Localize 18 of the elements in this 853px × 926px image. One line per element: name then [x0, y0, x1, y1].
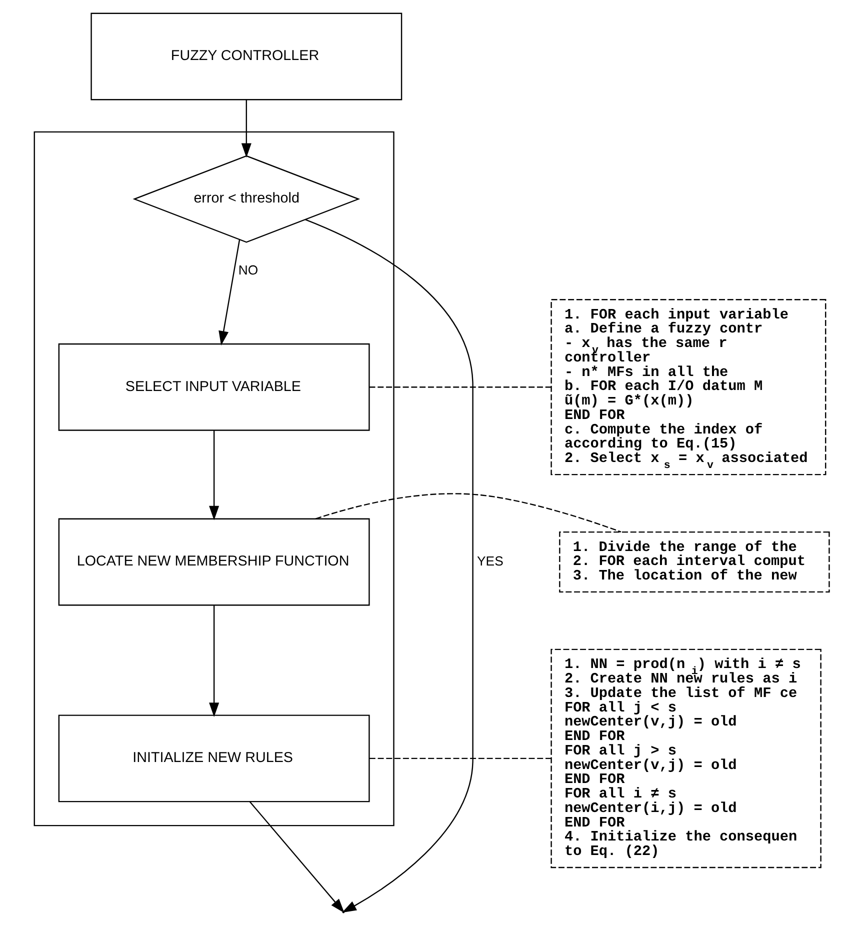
connector [314, 493, 621, 533]
connector [368, 758, 551, 760]
edge-label: NO [238, 262, 258, 278]
connector [368, 386, 550, 388]
node-box: 1. Divide the range of the 2. FOR each interval comput 3. The location of the new [558, 531, 830, 593]
node-box: 1. FOR each input variable a. Define a fuzzy contr - x$_{v}$ has the same r controller - n* MFs in all the b. FOR each I/O datum M ũ(m) = G*(x(m)) END FOR c. Compute the index of according to Eq.(15) 2. Select x$_{s}$ = x$_{v}$ associated [550, 299, 826, 476]
node-diamond: error < threshold [132, 155, 360, 243]
node-box: LOCATE NEW MEMBERSHIP FUNCTION [58, 518, 370, 606]
arrow [240, 100, 251, 158]
arrow [208, 430, 219, 520]
arrow [218, 240, 240, 346]
cluster [33, 131, 394, 826]
node-box: INITIALIZE NEW RULES [58, 714, 370, 802]
node-box: FUZZY CONTROLLER [90, 12, 402, 100]
node-box: SELECT INPUT VARIABLE [58, 343, 370, 431]
edge-label: YES [476, 553, 503, 568]
node-box: 1. NN = prod(n$_{i}$) with i ≠ s 2. Create NN new rules as i 3. Update the list of MF ce FOR all j < s newCenter(v,j) = old END FOR FOR all j > s newCenter(v,j) = old END FOR FOR all i ≠ s newCenter(i,j) = old END FOR 4. Initialize the consequen to Eq. (22) [550, 648, 821, 868]
arrow [208, 605, 219, 718]
